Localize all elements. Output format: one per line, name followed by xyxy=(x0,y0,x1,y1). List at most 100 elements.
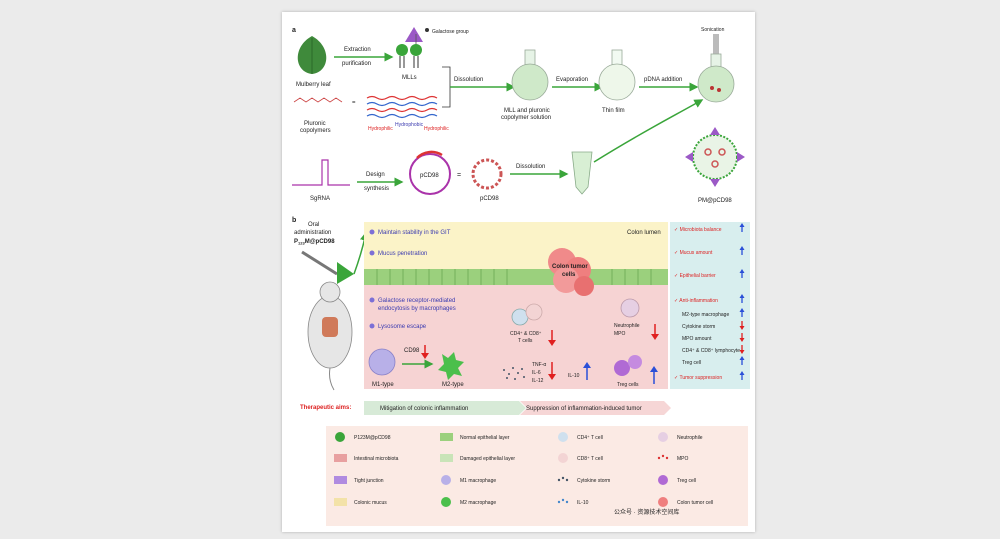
nanoparticle-icon xyxy=(685,127,745,187)
treg-label: Treg cells xyxy=(617,382,639,388)
colon-lumen-label: Colon lumen xyxy=(627,230,661,236)
legend-label: MPO xyxy=(677,456,689,462)
legend-swatch xyxy=(334,454,347,462)
aim-2-label: Suppression of inflammation-induced tumo… xyxy=(526,406,642,412)
down-arrow-head xyxy=(651,334,659,340)
watermark: 公众号 · 资源技术空间库 xyxy=(614,508,679,516)
aim-2-arrow xyxy=(520,401,671,415)
panel-a-label: a xyxy=(292,27,296,34)
colon-tumor-label-1: Colon tumor xyxy=(552,264,588,270)
galactose-group-label: Galactose group xyxy=(432,29,469,35)
down-arrow-head xyxy=(548,340,556,346)
sgrna-label: SgRNA xyxy=(310,196,330,202)
legend-swatch xyxy=(565,500,569,504)
galactose-dot-icon xyxy=(425,28,429,32)
equals-sign: = xyxy=(457,172,461,179)
outcome-label: ✓ Anti-inflammation xyxy=(674,298,718,304)
solution-label-2: copolymer solution xyxy=(501,115,551,121)
legend-swatch xyxy=(335,432,345,442)
il10-label: IL-10 xyxy=(568,373,580,379)
outcome-label: ✓ Microbiota balance xyxy=(674,227,722,233)
dissolution-label-1: Dissolution xyxy=(454,77,483,83)
extraction-label: Extraction xyxy=(344,47,371,53)
outcomes-list: ✓ Microbiota balance✓ Mucus amount✓ Epit… xyxy=(674,223,745,381)
legend-label: Tight junction xyxy=(354,478,384,484)
pdna-addition-label: pDNA addition xyxy=(644,77,682,83)
mulberry-leaf-icon xyxy=(297,36,327,74)
legend-label: M2 macrophage xyxy=(460,500,496,506)
thin-film-label: Thin film xyxy=(602,108,625,114)
mll-molecules-icon xyxy=(396,27,423,68)
outcome-label: Cytokine storm xyxy=(682,324,715,330)
legend-label: Cytokine storm xyxy=(577,478,610,484)
legend-label: Colon tumor cell xyxy=(677,500,713,506)
legend-swatch xyxy=(657,456,661,460)
legend-label: CD8⁺ T cell xyxy=(577,456,603,462)
t-cells-icon xyxy=(511,303,543,326)
copolymer-chains-icon xyxy=(366,95,438,119)
eppendorf-tube-icon xyxy=(571,151,593,195)
legend-swatch xyxy=(334,498,347,506)
figure-card: a Mulberry leaf Extraction purification … xyxy=(282,12,755,532)
hydrophobic-label: Hydrophobic xyxy=(395,122,424,128)
pm-pcd98-label: PM@pCD98 xyxy=(698,198,732,204)
legend-label: Intestinal microbiota xyxy=(354,456,399,462)
step-lysosome: Lysosome escape xyxy=(378,324,427,330)
legend-swatch xyxy=(440,433,453,441)
legend-swatch xyxy=(557,478,561,482)
legend-label: Colonic mucus xyxy=(354,500,387,506)
outcome-label: CD4⁺ & CD8⁺ lymphocyte xyxy=(682,348,740,354)
legend-swatch xyxy=(565,478,569,482)
legend-swatch xyxy=(561,498,565,502)
mouse-icon xyxy=(301,250,354,391)
aims-label: Therapeutic aims: xyxy=(300,405,351,411)
cd4-cd8-label-1: CD4⁺ & CD8⁺ xyxy=(510,331,542,337)
legend-label: IL-10 xyxy=(577,500,589,506)
up-arrow-head xyxy=(739,308,745,312)
legend-label: M1 macrophage xyxy=(460,478,496,484)
legend-label: Neutrophile xyxy=(677,435,703,441)
schematic-figure: a Mulberry leaf Extraction purification … xyxy=(292,27,750,526)
legend-label: Normal epithelial layer xyxy=(460,435,510,441)
up-arrow-head xyxy=(739,371,745,375)
pcd98-label: pCD98 xyxy=(480,196,499,202)
m1-type-label: M1-type xyxy=(372,382,394,388)
neutrophile-label: Neutrophile xyxy=(614,323,640,329)
bullet-icon xyxy=(369,297,375,303)
colon-tumor-label-2: cells xyxy=(562,272,576,278)
step-stability: Maintain stability in the GIT xyxy=(378,230,451,236)
purification-label: purification xyxy=(342,61,371,67)
pluronic-label-2: copolymers xyxy=(300,128,331,134)
outcomes-panel xyxy=(670,222,750,389)
legend-swatch xyxy=(441,475,451,485)
legend-swatch xyxy=(558,453,568,463)
legend-swatch xyxy=(440,454,453,462)
panel-b-label: b xyxy=(292,217,296,224)
bullet-icon xyxy=(369,323,375,329)
outcome-label: ✓ Mucus amount xyxy=(674,250,713,256)
legend-swatch xyxy=(334,476,347,484)
step-galactose-2: endocytosis by macrophages xyxy=(378,306,456,312)
down-arrow-head xyxy=(739,350,745,354)
plasmid-insert-icon xyxy=(416,150,443,159)
down-arrow-head xyxy=(421,353,429,359)
mlls-label: MLLs xyxy=(402,75,417,81)
flask-solution-icon xyxy=(511,49,549,101)
legend-swatch xyxy=(665,456,669,460)
hydrophilic-label-1: Hydrophilic xyxy=(368,126,393,132)
legend-swatch xyxy=(658,432,668,442)
legend-label: CD4⁺ T cell xyxy=(577,435,603,441)
hydrophilic-label-2: Hydrophilic xyxy=(424,126,449,132)
design-label: Design xyxy=(366,172,385,178)
mulberry-leaf-label: Mulberry leaf xyxy=(296,82,331,88)
flask-thin-film-icon xyxy=(598,49,636,101)
merge-bracket xyxy=(442,66,451,108)
down-arrow-head xyxy=(739,326,745,330)
legend-swatch xyxy=(661,454,665,458)
up-arrow-head xyxy=(650,366,658,372)
sonication-flask-icon xyxy=(697,34,735,103)
outcome-label: ✓ Tumor suppression xyxy=(674,375,722,381)
cytokine-dots-icon xyxy=(503,367,525,380)
arrow-tube-to-flask xyxy=(593,99,704,163)
